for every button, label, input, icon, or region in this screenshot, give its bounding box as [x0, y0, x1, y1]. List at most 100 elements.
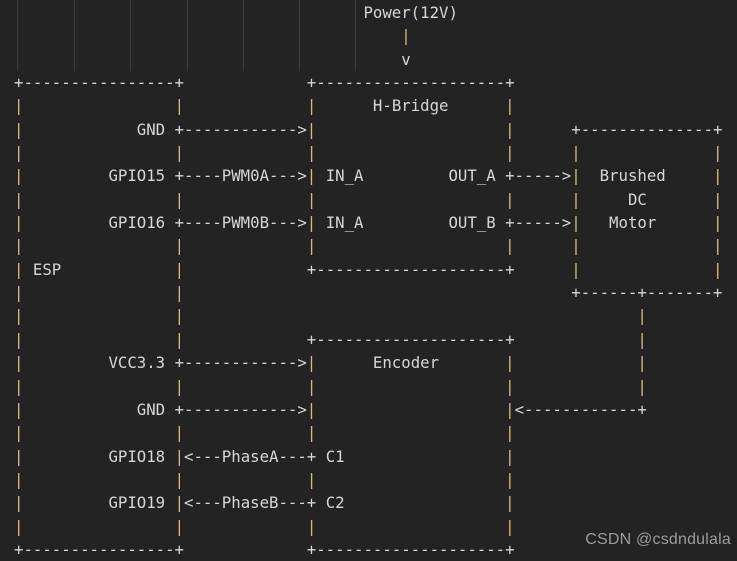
pipe-glyph: |	[401, 26, 411, 46]
pipe-glyph: |	[174, 423, 185, 443]
pipe-glyph: |	[306, 423, 317, 443]
diagram-line: | | | | | DC |	[14, 189, 723, 209]
pipe-glyph: |	[637, 353, 647, 373]
indent-guide	[130, 0, 131, 71]
pipe-glyph: |	[14, 353, 24, 373]
diagram-line: Power(12V)	[14, 3, 458, 22]
pipe-glyph: |	[571, 143, 581, 163]
indent-guide	[74, 0, 75, 71]
pipe-glyph: |	[637, 306, 647, 326]
diagram-line: | | | H-Bridge |	[14, 96, 515, 116]
pipe-glyph: |	[14, 469, 24, 489]
pipe-glyph: |	[712, 259, 723, 279]
pipe-glyph: |	[505, 189, 515, 209]
indent-guide	[243, 0, 244, 71]
pipe-glyph: |	[306, 469, 317, 489]
diagram-line: +----------------+ +--------------------…	[14, 73, 515, 93]
diagram-line: | GPIO15 +----PWM0A--->| IN_A OUT_A +---…	[14, 166, 723, 186]
pipe-glyph: |	[505, 516, 515, 536]
pipe-glyph: |	[174, 516, 185, 536]
pipe-glyph: |	[571, 236, 581, 256]
diagram-line: | GPIO19 |<---PhaseB---+ C2 |	[14, 493, 515, 513]
pipe-glyph: |	[14, 399, 24, 419]
pipe-glyph: |	[306, 143, 317, 163]
diagram-line: | GPIO16 +----PWM0B--->| IN_A OUT_B +---…	[14, 213, 723, 233]
pipe-glyph: |	[306, 213, 317, 233]
pipe-glyph: |	[712, 189, 723, 209]
pipe-glyph: |	[174, 236, 185, 256]
pipe-glyph: |	[14, 283, 24, 303]
indent-guide	[355, 0, 356, 71]
pipe-glyph: |	[637, 376, 647, 396]
diagram-line: | | | |	[14, 468, 722, 491]
pipe-glyph: |	[174, 189, 185, 209]
pipe-glyph: |	[306, 189, 317, 209]
pipe-glyph: |	[306, 96, 317, 116]
diagram-line: |	[14, 24, 722, 47]
diagram-line: | GND +------------>| | +--------------+	[14, 119, 723, 139]
diagram-line: | ESP | +--------------------+ | |	[14, 259, 723, 279]
pipe-glyph: |	[14, 166, 24, 186]
pipe-glyph: |	[174, 96, 185, 116]
pipe-glyph: |	[505, 469, 515, 489]
pipe-glyph: |	[174, 259, 185, 279]
pipe-glyph: |	[174, 283, 185, 303]
pipe-glyph: |	[505, 376, 515, 396]
pipe-glyph: |	[14, 306, 24, 326]
diagram-line: | | |	[14, 304, 722, 327]
pipe-glyph: |	[174, 376, 185, 396]
pipe-glyph: |	[14, 329, 24, 349]
pipe-glyph: |	[712, 213, 723, 233]
indent-guide	[299, 0, 300, 71]
diagram-line: | | | | |	[14, 375, 722, 398]
pipe-glyph: |	[306, 376, 317, 396]
diagram-line: | | | | | |	[14, 234, 722, 257]
pipe-glyph: |	[14, 259, 24, 279]
pipe-glyph: |	[306, 516, 317, 536]
diagram-line: | | +--------------------+ |	[14, 329, 647, 349]
pipe-glyph: |	[14, 493, 24, 513]
pipe-glyph: |	[712, 166, 723, 186]
pipe-glyph: |	[174, 306, 185, 326]
pipe-glyph: |	[174, 469, 185, 489]
pipe-glyph: |	[571, 259, 581, 279]
pipe-glyph: |	[712, 236, 723, 256]
pipe-glyph: |	[14, 236, 24, 256]
pipe-glyph: |	[571, 166, 581, 186]
pipe-glyph: |	[505, 119, 515, 139]
ascii-diagram: Power(12V) | v+----------------+ +------…	[14, 1, 722, 561]
pipe-glyph: |	[14, 516, 24, 536]
diagram-line: | GND +------------>| |<------------+	[14, 399, 647, 419]
pipe-glyph: |	[14, 446, 24, 466]
pipe-glyph: |	[306, 353, 317, 373]
pipe-glyph: |	[505, 96, 515, 116]
indent-guide	[17, 0, 18, 71]
pipe-glyph: |	[306, 399, 317, 419]
pipe-glyph: |	[637, 329, 647, 349]
pipe-glyph: |	[505, 446, 515, 466]
diagram-line: | | +------+-------+	[14, 283, 723, 303]
pipe-glyph: |	[571, 213, 581, 233]
pipe-glyph: |	[174, 446, 185, 466]
pipe-glyph: |	[505, 399, 515, 419]
pipe-glyph: |	[14, 189, 24, 209]
diagram-line: | GPIO18 |<---PhaseA---+ C1 |	[14, 446, 515, 466]
pipe-glyph: |	[571, 189, 581, 209]
pipe-glyph: |	[306, 236, 317, 256]
pipe-glyph: |	[14, 143, 24, 163]
pipe-glyph: |	[505, 423, 515, 443]
pipe-glyph: |	[14, 96, 24, 116]
diagram-line: | | | |	[14, 421, 722, 444]
pipe-glyph: |	[712, 143, 723, 163]
pipe-glyph: |	[14, 119, 24, 139]
pipe-glyph: |	[505, 236, 515, 256]
diagram-line: | VCC3.3 +------------>| Encoder | |	[14, 353, 647, 373]
pipe-glyph: |	[14, 423, 24, 443]
pipe-glyph: |	[505, 493, 515, 513]
csdn-watermark: CSDN @csdndulala	[585, 531, 731, 548]
pipe-glyph: |	[174, 329, 185, 349]
pipe-glyph: |	[14, 213, 24, 233]
pipe-glyph: |	[306, 119, 317, 139]
pipe-glyph: |	[505, 353, 515, 373]
pipe-glyph: |	[306, 166, 317, 186]
